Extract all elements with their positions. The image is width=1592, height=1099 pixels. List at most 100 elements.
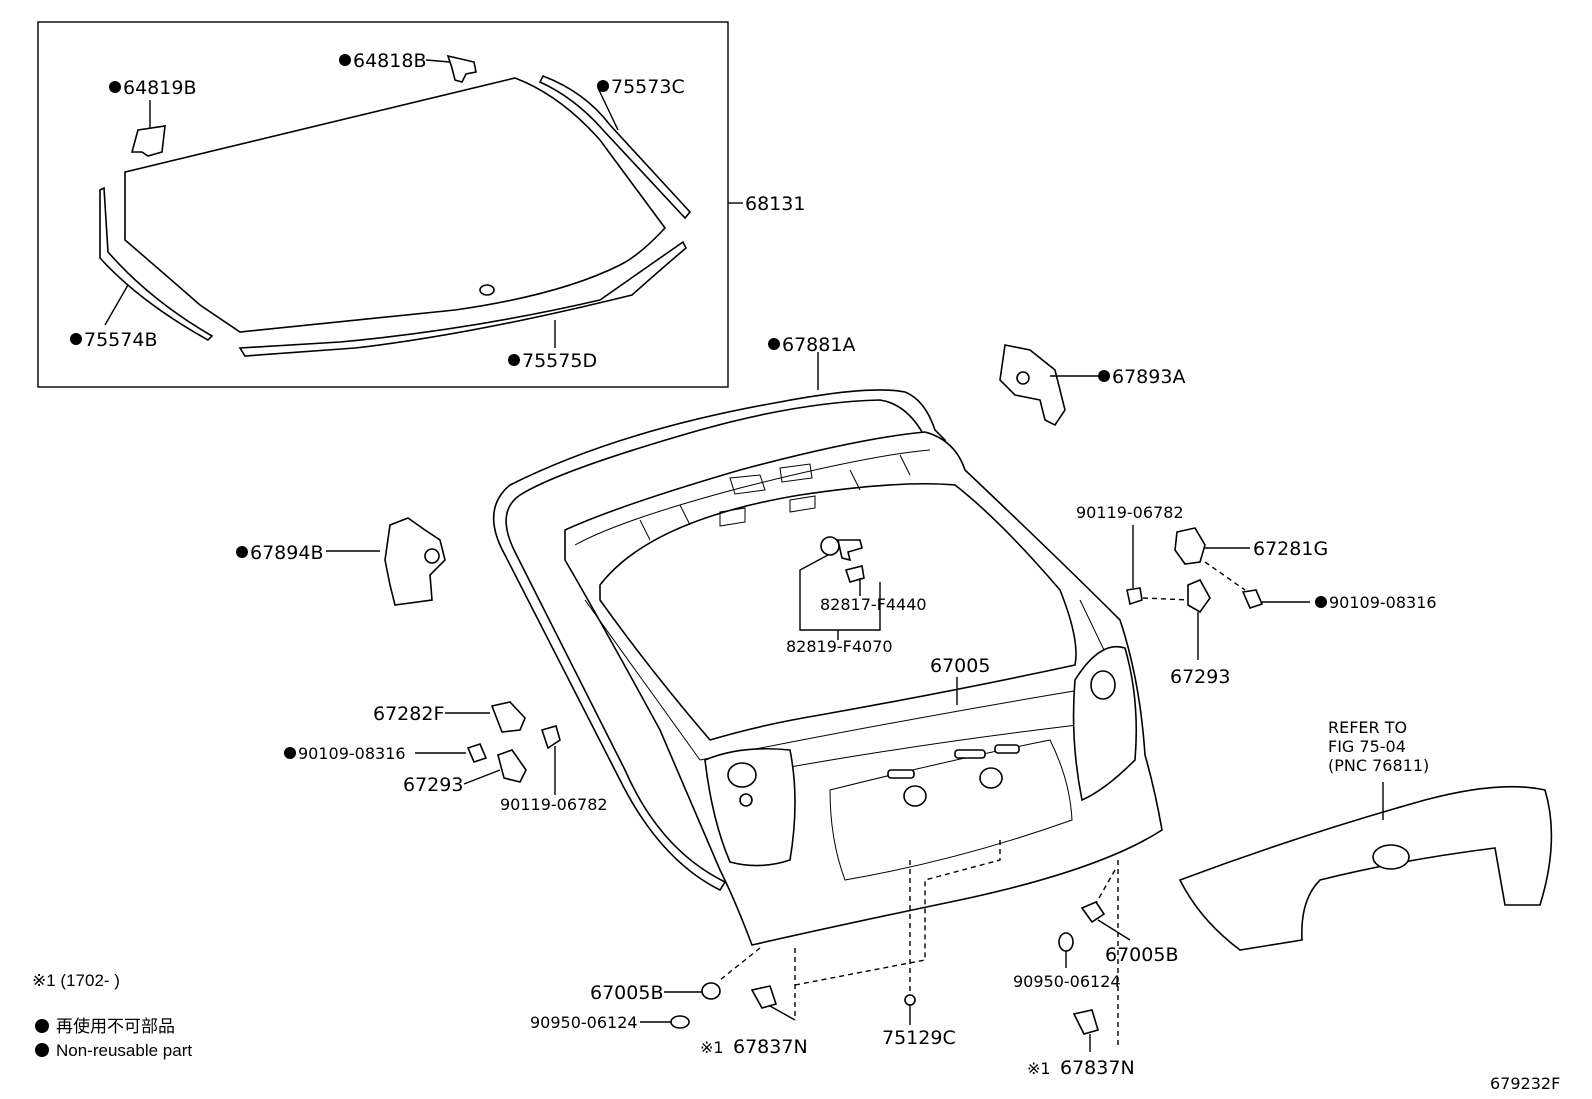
bracket-67293-left [497, 749, 527, 783]
label-75575d: 75575D [522, 350, 597, 372]
label-67281g: 67281G [1253, 538, 1328, 560]
refer-to: REFER TO [1328, 718, 1407, 737]
emblem-hole-2 [979, 767, 1003, 789]
dash-67005b-right [1094, 869, 1116, 906]
label-67005b-left: 67005B [590, 982, 663, 1004]
refer-pnc: (PNC 76811) [1328, 756, 1429, 775]
back-door-glass [124, 77, 667, 333]
plug-90950-06124-left [670, 1015, 690, 1029]
leader-75574b [104, 284, 129, 326]
legend-dot-jp [35, 1019, 49, 1033]
label-67837n-left: 67837N [733, 1036, 808, 1058]
legend-en: Non-reusable part [56, 1041, 192, 1060]
nonreuse-dot [1315, 596, 1327, 608]
clip-75129c [904, 994, 916, 1006]
figure-code: 679232F [1490, 1074, 1560, 1093]
panel-slot-2 [954, 749, 986, 759]
lock-cylinder-82819 [820, 536, 840, 556]
label-64818b: 64818B [353, 50, 426, 72]
left-recess-bolt [739, 793, 753, 807]
rear-garnish-76811 [1178, 785, 1553, 951]
garnish-emblem [1372, 844, 1410, 870]
bolt-90119-06782-right [1126, 587, 1143, 606]
label-90109-08316-right: 90109-08316 [1329, 593, 1437, 612]
bracket-leader-82819 [799, 554, 881, 631]
stopper-67282f [490, 701, 526, 733]
refer-fig: FIG 75-04 [1328, 737, 1406, 756]
hinge-67893a [999, 344, 1066, 427]
label-67005: 67005 [930, 655, 990, 677]
label-82817: 82817-F4440 [820, 595, 927, 614]
label-90119-06782-left: 90119-06782 [500, 795, 608, 814]
nonreuse-dot [768, 338, 780, 350]
label-90119-06782-right: 90119-06782 [1076, 503, 1184, 522]
label-90950-06124-left: 90950-06124 [530, 1013, 638, 1032]
left-recess-hole [727, 762, 757, 788]
emblem-hole-1 [903, 785, 927, 807]
panel-slot-1 [887, 769, 915, 779]
label-67881a: 67881A [782, 334, 855, 356]
hinge-67894b-bolt [424, 548, 440, 564]
note-mark-67837n-left: ※1 [700, 1038, 724, 1057]
nonreuse-dot [236, 546, 248, 558]
label-67282f: 67282F [373, 703, 444, 725]
label-67005b-right: 67005B [1105, 944, 1178, 966]
label-67893a: 67893A [1112, 366, 1185, 388]
stopper-67281g [1174, 527, 1206, 565]
leader-67837n-l [769, 1005, 796, 1021]
bolt-90109-08316-right [1241, 589, 1264, 609]
dash-67281g [1204, 561, 1246, 591]
label-67293-left: 67293 [403, 774, 463, 796]
dash-90119-r [1142, 597, 1191, 601]
hinge-67893a-bolt [1016, 371, 1030, 385]
molding-75575d [238, 240, 687, 357]
bolt-90119-06782-left [540, 725, 561, 750]
label-67293-right: 67293 [1170, 666, 1230, 688]
grommet-67005b-right [1080, 901, 1106, 924]
legend-note: ※1 (1702- ) [32, 971, 120, 990]
nonreuse-dot [1098, 370, 1110, 382]
back-door-window-opening [599, 482, 1077, 741]
label-75574b: 75574B [84, 329, 157, 351]
dash-67005b-left [719, 947, 761, 981]
right-lamp-recess [1072, 646, 1138, 802]
clip-64818b [446, 54, 477, 83]
label-68131: 68131 [745, 193, 805, 215]
panel-slot-3 [994, 744, 1020, 754]
clip-64819b [130, 125, 166, 157]
glass-group-box [37, 21, 729, 388]
label-90950-06124-right: 90950-06124 [1013, 972, 1121, 991]
note-mark-67837n-right: ※1 [1027, 1059, 1051, 1078]
nonreuse-dot [597, 80, 609, 92]
label-67894b: 67894B [250, 542, 323, 564]
nonreuse-dot [284, 747, 296, 759]
legend-dot-en [35, 1043, 49, 1057]
legend-jp: 再使用不可部品 [56, 1016, 175, 1036]
label-67837n-right: 67837N [1060, 1057, 1135, 1079]
label-90109-08316-left: 90109-08316 [298, 744, 406, 763]
nonreuse-dot [70, 333, 82, 345]
molding-75574b [99, 186, 214, 341]
nonreuse-dot [508, 354, 520, 366]
right-recess-hole [1090, 670, 1116, 700]
weatherstrip-67881a [492, 389, 947, 892]
leader-75573c [597, 87, 619, 131]
label-64819b: 64819B [123, 77, 196, 99]
label-75573c: 75573C [611, 76, 685, 98]
bracket-67293-right [1187, 578, 1211, 614]
glass-hole [479, 284, 495, 296]
clip-67837n-left [750, 985, 778, 1009]
dash-plate-right [924, 840, 1001, 925]
license-garnish-area [829, 739, 1073, 881]
nonreuse-dot [109, 81, 121, 93]
bolt-90109-08316-left [466, 743, 488, 763]
clip-67837n-right [1072, 1009, 1099, 1035]
nonreuse-dot [339, 54, 351, 66]
label-75129c: 75129C [882, 1027, 956, 1049]
grommet-67005b-left [701, 982, 721, 1000]
plug-90950-06124-right [1058, 932, 1074, 952]
leader-67293-l [463, 769, 501, 785]
molding-75573c [538, 74, 692, 220]
dash-67837n-link [794, 925, 926, 986]
